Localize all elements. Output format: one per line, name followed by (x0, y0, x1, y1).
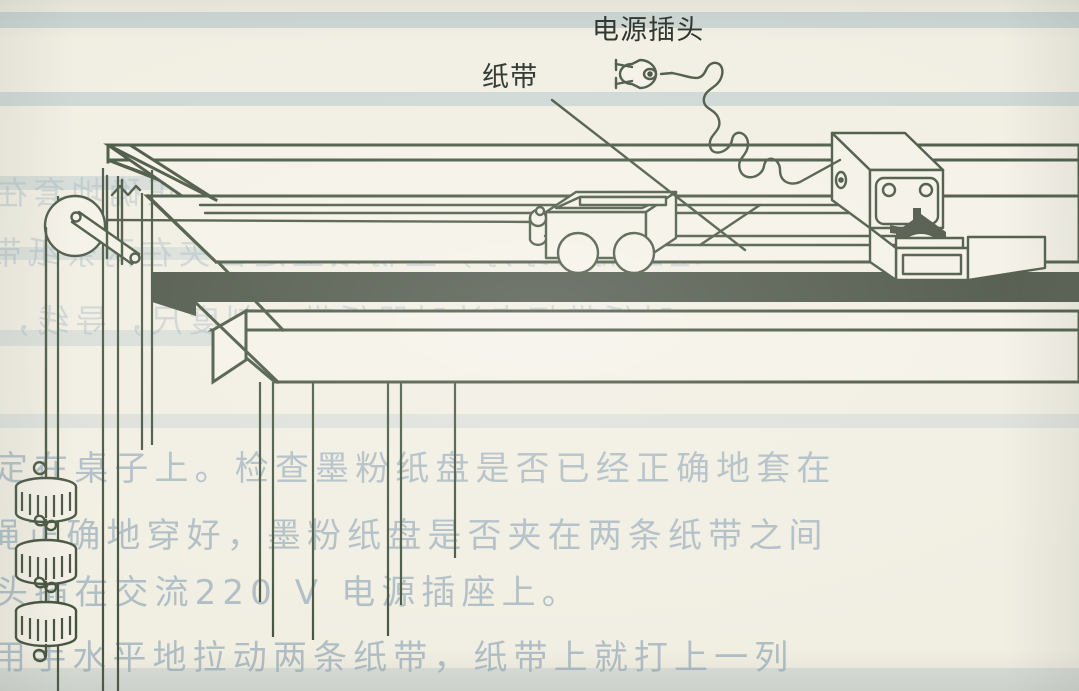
weight-1 (14, 476, 78, 524)
timer (830, 131, 1047, 282)
weight-3 (14, 600, 78, 648)
hanging-weights (14, 461, 78, 663)
string (44, 218, 542, 472)
table-legs (258, 382, 457, 640)
power-cord (614, 58, 842, 185)
cart (528, 190, 678, 275)
label-paper-tape: 纸带 (482, 62, 539, 93)
leader-line-tape (550, 98, 747, 252)
power-plug-icon (614, 58, 674, 90)
label-power-plug: 电源插头 (592, 15, 705, 46)
pulley (43, 174, 142, 266)
weight-2 (14, 538, 78, 586)
